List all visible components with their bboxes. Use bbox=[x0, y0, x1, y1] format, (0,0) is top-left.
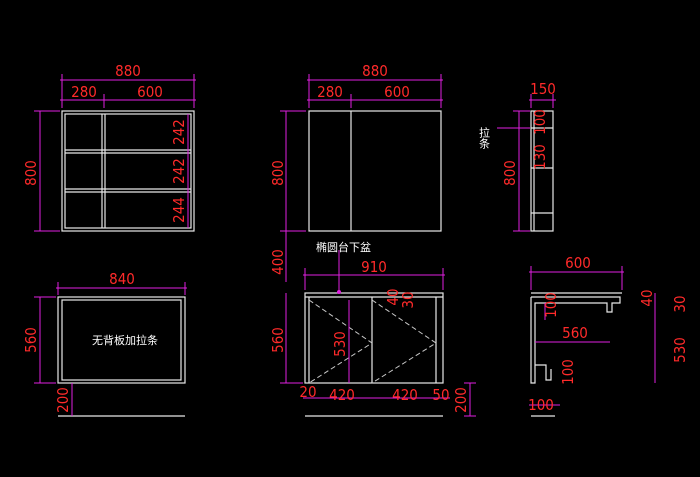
cabinet-outline bbox=[57, 296, 186, 384]
dim-depth-b: 30 bbox=[671, 295, 689, 312]
dim-back-2: 100 bbox=[559, 359, 577, 385]
dim-inset-2: 30 bbox=[399, 291, 417, 308]
view-bottom-left: 840 560 200 无背板加拉条 bbox=[22, 270, 187, 417]
dim-base: 100 bbox=[528, 396, 554, 414]
view-top-left: 880 280 600 800 242 242 244 bbox=[22, 62, 196, 232]
note-no-backboard: 无背板加拉条 bbox=[92, 333, 158, 347]
dim-back-1: 100 bbox=[542, 292, 560, 318]
dim-width: 840 bbox=[109, 270, 135, 288]
dim-label-2: 130 bbox=[531, 144, 549, 170]
dim-door-left: 420 bbox=[329, 386, 355, 404]
dim-width: 910 bbox=[361, 258, 387, 276]
dim-door-right: 420 bbox=[392, 386, 418, 404]
note-oval-basin: 椭圆台下盆 bbox=[316, 240, 371, 254]
dim-height-upper: 400 bbox=[269, 249, 287, 275]
dim-door-height: 530 bbox=[331, 331, 349, 357]
dim-bottom-gap: 200 bbox=[54, 387, 72, 413]
dim-foot-1: 20 bbox=[299, 383, 316, 401]
side-outline bbox=[530, 110, 554, 232]
cabinet-outline bbox=[308, 110, 442, 232]
dim-height: 560 bbox=[269, 327, 287, 353]
dim-total-width: 880 bbox=[115, 62, 141, 80]
dim-inner-width: 560 bbox=[562, 324, 588, 342]
dim-height: 800 bbox=[501, 160, 519, 186]
door-swing-right bbox=[371, 299, 437, 384]
dim-shelf-2: 242 bbox=[170, 158, 188, 184]
side-profile bbox=[530, 296, 621, 384]
dim-right-width: 600 bbox=[384, 83, 410, 101]
dim-width: 600 bbox=[565, 254, 591, 272]
dim-left-width: 280 bbox=[317, 83, 343, 101]
view-bottom-right: 600 40 30 100 560 530 100 100 bbox=[528, 254, 689, 417]
dim-height: 530 bbox=[671, 337, 689, 363]
note-pull-bar: 拉条 bbox=[478, 126, 491, 149]
view-top-middle: 880 280 600 800 bbox=[269, 62, 443, 282]
dim-height: 560 bbox=[22, 327, 40, 353]
dim-shelf-1: 242 bbox=[170, 119, 188, 145]
cabinet-inner-outline bbox=[61, 299, 182, 381]
cabinet-outline bbox=[61, 110, 195, 232]
dim-inset-1: 40 bbox=[384, 288, 402, 305]
dim-shelf-3: 244 bbox=[170, 197, 188, 223]
dim-height: 800 bbox=[22, 160, 40, 186]
cabinet-inner-outline bbox=[64, 113, 192, 229]
dim-right-width: 600 bbox=[137, 83, 163, 101]
door-swing-left bbox=[308, 299, 373, 384]
dim-bottom-gap: 200 bbox=[452, 387, 470, 413]
dim-left-width: 280 bbox=[71, 83, 97, 101]
view-top-right: 150 100 130 800 拉条 bbox=[478, 80, 556, 232]
cabinet-outline bbox=[304, 292, 444, 384]
dim-depth: 150 bbox=[530, 80, 556, 98]
dim-depth-a: 40 bbox=[638, 289, 656, 306]
view-bottom-middle: 椭圆台下盆 910 40 30 530 400 560 20 420 420 5… bbox=[269, 240, 476, 417]
dim-total-width: 880 bbox=[362, 62, 388, 80]
dim-height: 800 bbox=[269, 160, 287, 186]
dim-label-1: 100 bbox=[531, 109, 549, 135]
dim-foot-2: 50 bbox=[432, 386, 449, 404]
profile-detail bbox=[535, 364, 552, 381]
